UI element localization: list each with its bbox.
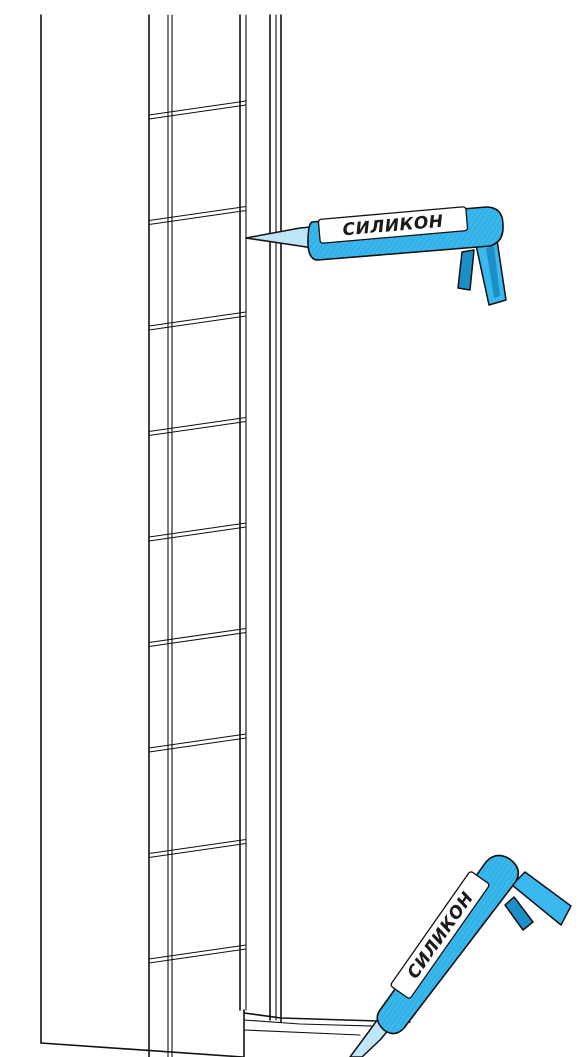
grout-joint-line: [148, 733, 247, 749]
grout-joint-line: [148, 737, 247, 753]
grout-joint-line: [148, 420, 247, 437]
grout-joint-line: [148, 631, 247, 648]
grout-joint-line: [148, 948, 247, 964]
grout-joint-line: [148, 842, 247, 859]
gun-trigger: [457, 249, 475, 291]
grout-joint-line: [148, 311, 247, 327]
frame-profile: [243, 14, 411, 1057]
gun-handle-shade: [486, 246, 500, 298]
grout-joint-line: [148, 944, 247, 960]
wall-bottom-edge: [40, 1042, 244, 1057]
grout-joint-line: [148, 209, 247, 226]
sill-lower-edge: [243, 1029, 361, 1036]
sill-inner-edge: [243, 1019, 406, 1028]
grout-joint-line: [148, 315, 247, 331]
grout-joint-line: [148, 104, 247, 120]
gun-trigger: [504, 896, 534, 931]
grout-joint-line: [148, 416, 247, 433]
sill-top-edge: [243, 1012, 411, 1023]
grout-joint-line: [148, 100, 247, 116]
grout-joint-line: [148, 526, 247, 542]
caulking-gun-top: СИЛИКОН: [245, 206, 507, 306]
tile-column: [148, 14, 247, 1057]
wall: [40, 14, 244, 1057]
gun-handle: [511, 871, 572, 926]
caulking-gun-bottom: СИЛИКОН: [349, 854, 572, 1057]
grout-joint-line: [148, 838, 247, 855]
tile-rows: [148, 100, 247, 964]
gun-nozzle: [245, 226, 313, 249]
grout-joint-line: [148, 522, 247, 538]
grout-joint-line: [148, 205, 247, 222]
grout-joint-line: [148, 627, 247, 644]
